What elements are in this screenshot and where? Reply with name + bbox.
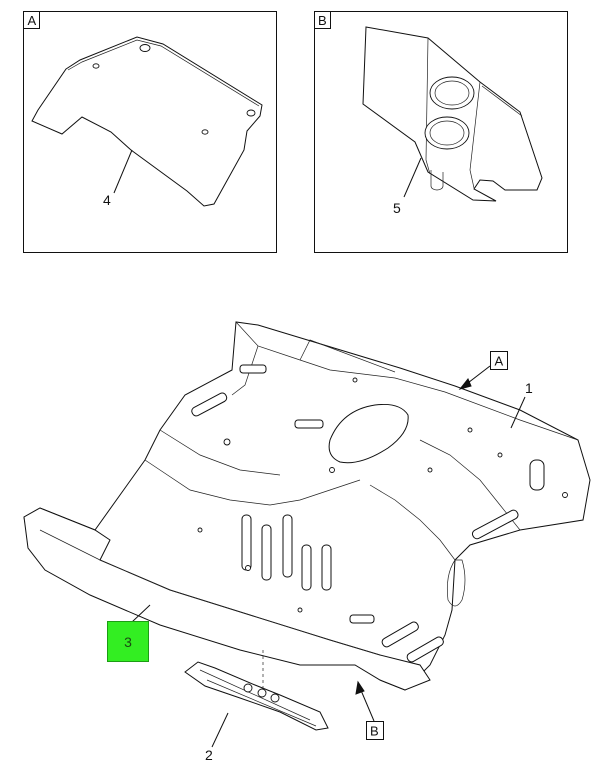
callout-5-leader xyxy=(403,157,422,198)
callout-1-label: 1 xyxy=(525,380,533,396)
callout-4-leader xyxy=(113,149,133,194)
view-ref-a-letter: A xyxy=(495,354,504,369)
rear-panel xyxy=(23,507,431,691)
main-assembly-view: 1 A B 2 xyxy=(23,321,591,761)
part-4-hole xyxy=(201,129,209,135)
detail-view-b: B 5 xyxy=(314,11,568,253)
view-ref-a-box xyxy=(490,351,508,370)
view-ref-b-letter: B xyxy=(370,724,379,739)
callout-3-highlight[interactable]: 3 xyxy=(107,621,149,662)
detail-view-a: A 4 xyxy=(23,11,277,253)
view-ref-b-box xyxy=(366,721,384,740)
detail-view-b-letter: B xyxy=(318,13,327,28)
detail-view-a-frame xyxy=(23,11,277,253)
part-5-bracket xyxy=(362,26,543,202)
part-4-pad xyxy=(31,36,263,207)
part-5-boss xyxy=(429,76,475,110)
callout-2-leader xyxy=(211,712,229,748)
detail-view-a-letter: A xyxy=(28,13,37,28)
detail-view-b-frame xyxy=(314,11,568,253)
part-4-hole xyxy=(139,44,151,52)
detail-view-a-letter-box xyxy=(23,11,40,29)
part-4-hole xyxy=(246,109,256,117)
callout-3-leader xyxy=(131,604,151,623)
floor-ribs xyxy=(191,364,545,663)
part-5-boss xyxy=(424,116,470,150)
callout-4-label: 4 xyxy=(103,192,111,208)
tunnel-opening xyxy=(328,404,409,464)
part-4-hole xyxy=(92,63,100,69)
callout-2-label: 2 xyxy=(205,747,213,761)
callout-5-label: 5 xyxy=(393,200,401,216)
callout-1-leader xyxy=(510,396,526,429)
callout-3-label: 3 xyxy=(124,633,132,650)
detail-view-b-letter-box xyxy=(314,11,331,29)
